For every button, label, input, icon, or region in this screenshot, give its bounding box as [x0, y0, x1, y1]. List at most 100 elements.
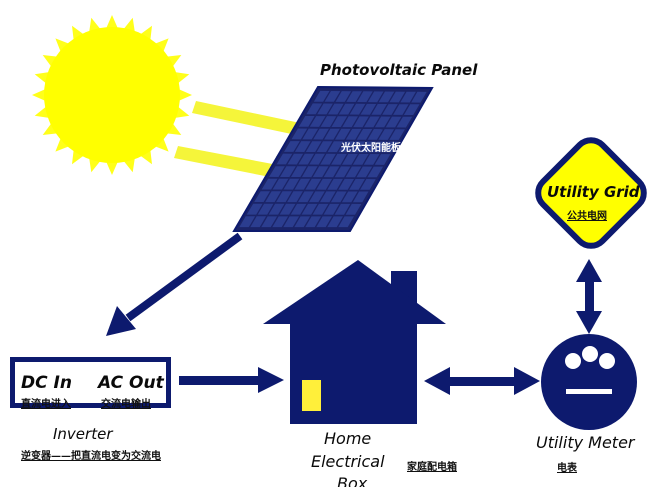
panel-cell	[276, 153, 293, 165]
home-door	[302, 380, 321, 411]
utility-grid-label: Utility Grid	[547, 183, 640, 201]
arrow-panel-to-inverter	[106, 232, 243, 336]
panel-cell	[294, 178, 311, 190]
panel-cell	[276, 191, 292, 203]
panel-cell	[393, 104, 409, 115]
panel-cell	[323, 203, 340, 215]
panel-cell	[338, 216, 354, 228]
panel-cell	[294, 216, 311, 228]
panel-cell	[301, 166, 318, 178]
panel-cell	[291, 166, 307, 177]
panel-cell	[371, 104, 387, 115]
panel-cell	[364, 116, 380, 128]
panel-cell	[312, 166, 329, 178]
panel-cell	[367, 129, 384, 140]
panel-cell	[291, 128, 308, 140]
panel-cell	[272, 216, 289, 228]
panel-cell	[283, 216, 300, 228]
panel-cell	[342, 116, 358, 128]
panel-cell	[349, 141, 365, 153]
photovoltaic-panel-icon	[232, 85, 434, 232]
ac-out-label: AC Out	[98, 373, 164, 393]
panel-cell	[265, 191, 281, 203]
panel-cell	[367, 166, 384, 178]
panel-cell	[374, 154, 391, 165]
inverter-label: Inverter	[53, 425, 113, 443]
panel-cell	[382, 141, 398, 153]
panel-cell	[313, 128, 329, 140]
panel-cell	[342, 153, 358, 165]
home-label-line3: Box	[337, 474, 368, 487]
panel-cell	[312, 203, 329, 215]
panel-cell	[363, 154, 380, 165]
panel-cell	[305, 178, 322, 190]
panel-cell	[309, 191, 325, 203]
panel-cell	[335, 91, 352, 102]
panel-cell	[239, 216, 256, 228]
panel-cell	[283, 178, 300, 190]
home-house-icon	[263, 260, 446, 424]
panel-cell	[331, 116, 348, 127]
panel-cell	[305, 141, 322, 152]
sun-icon	[32, 15, 192, 175]
home-label-line1: Home	[324, 429, 372, 448]
panel-cell	[302, 128, 319, 140]
panel-cell	[254, 191, 270, 202]
panel-cell	[349, 103, 366, 115]
panel-cell	[360, 179, 376, 190]
panel-cell	[290, 203, 307, 215]
panel-cell	[250, 216, 267, 228]
panel-cell	[352, 191, 369, 203]
panel-cell	[334, 166, 351, 178]
panel-cell	[284, 141, 300, 152]
photovoltaic-panel-label: Photovoltaic Panel	[320, 61, 478, 79]
utility-meter-label: Utility Meter	[536, 433, 635, 452]
arrow-inverter-to-home	[179, 367, 284, 393]
panel-cell	[272, 178, 289, 190]
panel-cell	[396, 116, 413, 128]
dc-in-cn-label: 直流电进入	[21, 399, 71, 410]
panel-cell	[357, 91, 373, 103]
panel-cell	[320, 153, 336, 165]
panel-cell	[287, 153, 304, 165]
panel-cell	[324, 128, 340, 140]
panel-cell	[324, 91, 341, 102]
panel-cell	[345, 203, 362, 215]
panel-cell	[316, 178, 333, 190]
panel-cell	[320, 116, 337, 127]
panel-cell	[385, 116, 402, 128]
panel-cell	[338, 178, 354, 190]
panel-cell	[378, 91, 395, 103]
panel-cell	[261, 216, 278, 228]
panel-cell	[378, 129, 395, 140]
panel-cell	[280, 166, 296, 177]
panel-cell	[353, 116, 369, 128]
panel-cell	[327, 216, 343, 228]
panel-cell	[341, 191, 358, 203]
arrow-home-meter	[424, 367, 540, 395]
inverter-box	[10, 357, 171, 408]
panel-cell	[338, 103, 355, 115]
inverter-cn-label: 逆变器——把直流电变为交流电	[21, 451, 161, 462]
panel-cell	[345, 128, 362, 140]
panel-cell	[261, 178, 278, 190]
panel-cell	[403, 104, 420, 115]
ac-out-cn-label: 交流电输出	[101, 399, 151, 410]
panel-cell	[294, 141, 311, 152]
panel-cell	[298, 116, 315, 127]
panel-cell	[327, 178, 343, 190]
panel-cell	[316, 216, 332, 228]
panel-cell	[287, 191, 303, 203]
panel-cell	[257, 203, 274, 215]
panel-cell	[305, 216, 321, 228]
panel-cell	[328, 103, 344, 115]
panel-cell	[346, 91, 362, 102]
panel-cell	[411, 91, 427, 103]
panel-cell	[330, 191, 347, 203]
panel-cell	[316, 141, 333, 153]
panel-cell	[298, 153, 315, 165]
panel-cell	[268, 203, 285, 215]
panel-cell	[323, 166, 340, 178]
